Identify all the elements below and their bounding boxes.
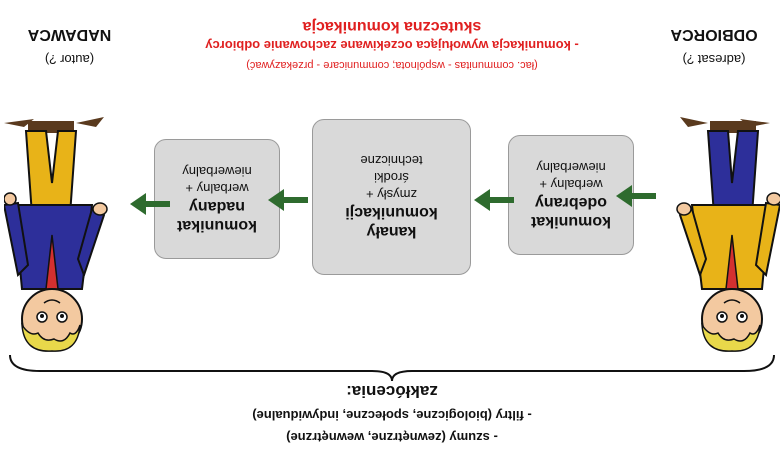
sent-message-verbal: werbalny +: [185, 181, 249, 196]
effective-definition: - komunikacja wywołująca oczekiwane zach…: [205, 38, 579, 53]
effective-etymology: (łac. communitas - wspólnota; communicar…: [246, 59, 538, 71]
channels-means: środki: [374, 170, 409, 186]
channels-title: kanały: [366, 223, 417, 241]
noise-item-filters: - filtry (biologiczne, społeczne, indywi…: [252, 408, 532, 423]
channels-senses: zmysły +: [366, 187, 417, 203]
receiver-person-icon: [4, 117, 108, 352]
received-message-verbal: werbalny +: [539, 177, 603, 192]
sender-label: NADAWCA: [27, 26, 112, 43]
effective-title: skuteczna komunikacja: [302, 18, 482, 35]
noise-title: zakłócenia:: [346, 382, 438, 401]
sent-message-title: komunikat: [177, 217, 258, 234]
arrow-right-icon: [130, 193, 170, 215]
received-message-subtitle: odebrany: [535, 194, 608, 211]
sent-message-nonverbal: niewerbalny: [182, 164, 252, 179]
channels-subtitle: komunikacji: [345, 204, 438, 222]
arrow-right-icon: [268, 189, 308, 211]
arrow-right-icon: [616, 185, 656, 207]
channels-box: kanały komunikacji zmysły + środki techn…: [312, 119, 471, 275]
received-message-nonverbal: niewerbalny: [536, 160, 606, 175]
receiver-sublabel: (adresat ?): [682, 52, 746, 67]
sent-message-box: komunikat nadany werbalny + niewerbalny: [154, 139, 280, 259]
receiver-label: ODBIORCA: [670, 26, 758, 43]
noise-item-noise: - szumy (zewnętrzne, wewnętrzne): [286, 430, 498, 445]
channels-technical: techniczne: [360, 153, 423, 169]
arrow-right-icon: [474, 189, 514, 211]
sent-message-subtitle: nadany: [189, 198, 246, 215]
received-message-title: komunikat: [531, 213, 612, 230]
sender-person-icon: [676, 117, 780, 352]
sender-sublabel: (autor ?): [44, 52, 95, 67]
noise-brace: [9, 354, 775, 381]
